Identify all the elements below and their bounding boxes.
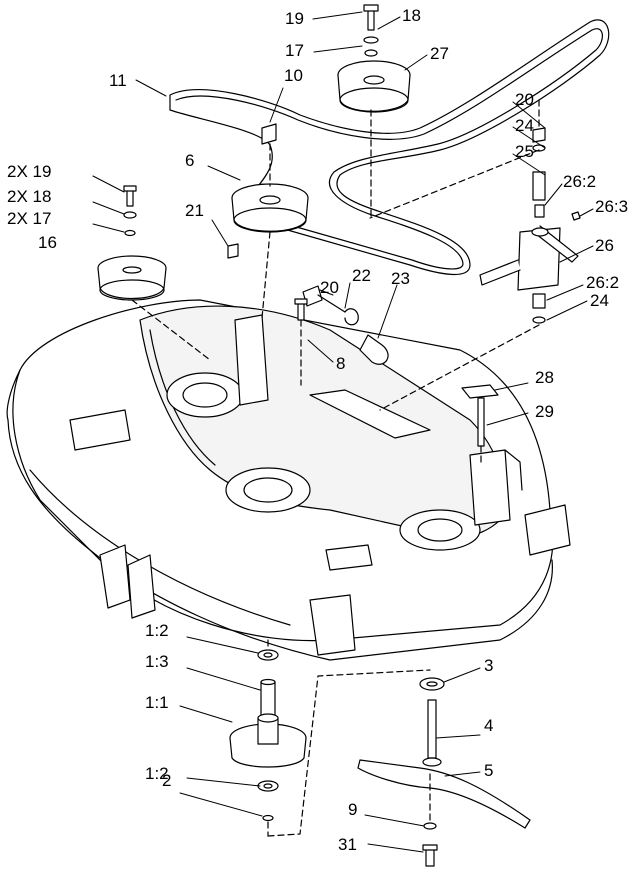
callout-26-2-top: 26:2	[563, 172, 597, 191]
spindle-assembly	[229, 639, 431, 837]
callout-28: 28	[535, 368, 554, 387]
callout-1-1: 1:1	[145, 693, 169, 712]
callout-26-2-bottom: 26:2	[586, 273, 620, 292]
callout-17-top: 17	[285, 41, 304, 60]
callout-5: 5	[484, 761, 494, 780]
callout-26-3: 26:3	[595, 197, 629, 216]
callout-2x18: 2X 18	[7, 187, 52, 206]
callout-25: 25	[515, 142, 534, 161]
callout-20-mid: 20	[320, 278, 339, 297]
callout-8: 8	[336, 354, 346, 373]
mower-deck	[6, 299, 571, 661]
top-pulley-assembly	[337, 4, 411, 219]
callout-2: 2	[162, 771, 172, 790]
callout-29: 29	[535, 402, 554, 421]
callout-2x19: 2X 19	[7, 162, 52, 181]
leader-lines	[92, 11, 594, 853]
callout-9: 9	[348, 800, 358, 819]
callout-1-3: 1:3	[145, 652, 169, 671]
callout-24-bottom: 24	[590, 291, 609, 310]
callout-20-right: 20	[515, 90, 534, 109]
spring-anchor-assembly	[461, 384, 499, 466]
callout-31: 31	[338, 835, 357, 854]
callout-27: 27	[430, 44, 449, 63]
callout-26: 26	[595, 236, 614, 255]
callout-23: 23	[391, 269, 410, 288]
callout-11: 11	[109, 71, 127, 90]
callout-24-top: 24	[515, 116, 534, 135]
callout-18-top: 18	[402, 6, 421, 25]
callout-4: 4	[484, 716, 494, 735]
callout-1-2-bottom: 1:2	[145, 764, 169, 783]
callout-6: 6	[185, 151, 195, 170]
callout-10: 10	[284, 66, 303, 85]
idler-arm-assembly	[369, 99, 581, 411]
callout-3: 3	[484, 656, 494, 675]
callout-2x17: 2X 17	[7, 209, 52, 228]
callout-19-top: 19	[285, 9, 304, 28]
callout-1-2-top: 1:2	[145, 621, 169, 640]
left-pulley-assembly	[97, 185, 211, 361]
callout-16: 16	[38, 233, 57, 252]
callout-22: 22	[352, 266, 371, 285]
callout-21: 21	[185, 201, 204, 220]
idler-pulley	[231, 123, 309, 319]
idler-hardware	[227, 243, 389, 386]
blade-assembly	[357, 677, 531, 867]
